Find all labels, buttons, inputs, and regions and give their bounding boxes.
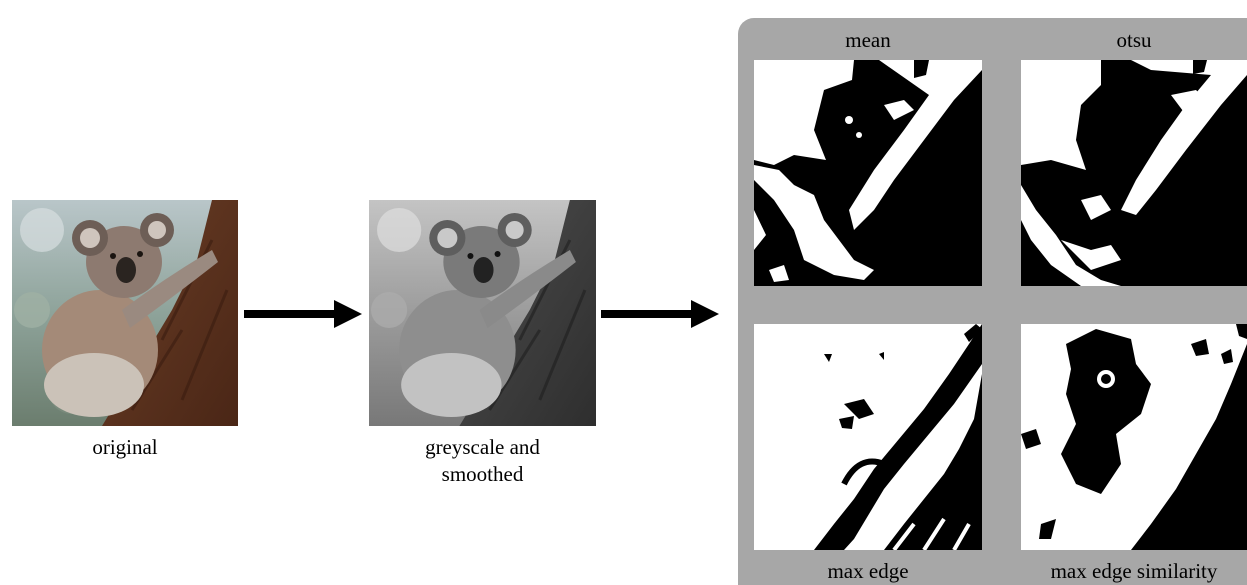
max-edge-similarity-threshold-image: [1021, 324, 1247, 550]
mean-label: mean: [754, 27, 982, 53]
original-koala-image: [12, 200, 238, 426]
right-arrow-icon: [601, 300, 719, 328]
threshold-results-panel: mean otsu: [738, 18, 1247, 585]
greyscale-label-line2: smoothed: [369, 461, 596, 488]
otsu-label: otsu: [1021, 27, 1247, 53]
greyscale-koala-image: [369, 200, 596, 426]
max-edge-threshold-image: [754, 324, 982, 550]
max-edge-similarity-label: max edge similarity: [1008, 558, 1247, 584]
original-label: original: [12, 434, 238, 461]
max-edge-label: max edge: [754, 558, 982, 584]
greyscale-smoothed-label: greyscale and smoothed: [369, 434, 596, 488]
greyscale-label-line1: greyscale and: [369, 434, 596, 461]
mean-threshold-image: [754, 60, 982, 286]
right-arrow-icon: [244, 300, 362, 328]
otsu-threshold-image: [1021, 60, 1247, 286]
